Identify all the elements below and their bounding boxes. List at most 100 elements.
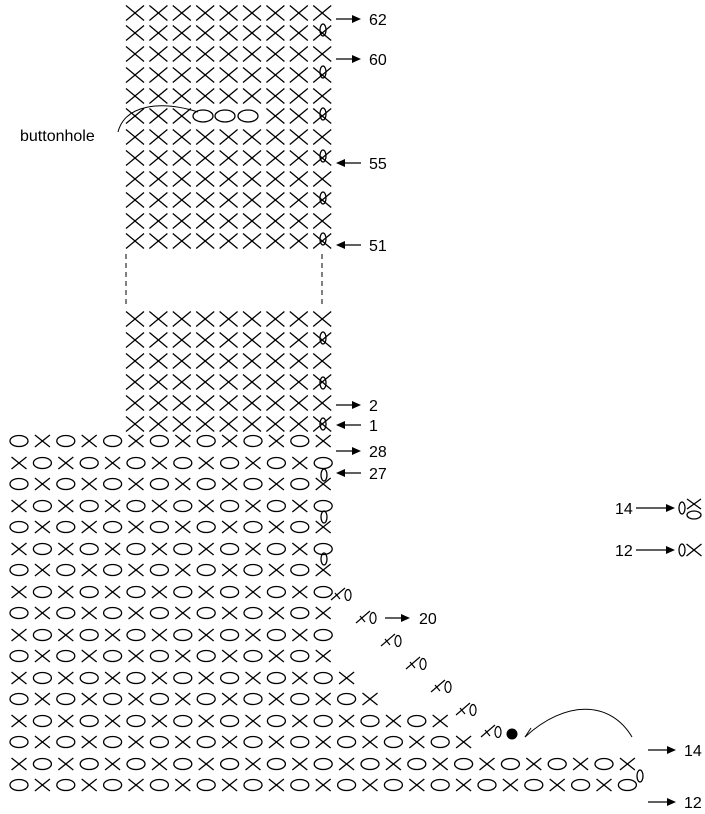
sc-stitch [312, 233, 332, 249]
sc-stitch [195, 150, 215, 166]
ch-stitch [219, 757, 240, 771]
sc-stitch [151, 456, 168, 470]
sc-stitch [81, 563, 98, 577]
sc-stitch [221, 649, 238, 663]
ch-stitch [79, 671, 99, 685]
sc-stitch [362, 692, 378, 706]
sc-stitch [195, 395, 215, 411]
finish-arc [524, 708, 633, 738]
ch-stitch [149, 606, 170, 620]
sc-stitch [312, 67, 332, 83]
ch-stitch [243, 563, 263, 577]
sc-stitch [312, 108, 332, 124]
ch-stitch [266, 757, 287, 771]
increase-stitch [330, 587, 352, 602]
ch-stitch [243, 735, 263, 749]
sc-stitch [125, 108, 145, 124]
ch-stitch [266, 671, 287, 685]
ch-stitch [56, 692, 76, 706]
sc-stitch [289, 353, 309, 369]
sc-stitch [596, 778, 612, 792]
sc-stitch [291, 671, 308, 685]
finish-tick [524, 727, 532, 738]
sc-stitch [315, 606, 332, 620]
ch-stitch [9, 520, 29, 534]
band-row-label-2-text: 2 [369, 398, 378, 415]
sc-stitch [312, 129, 332, 145]
turning-chain [319, 65, 327, 79]
sc-stitch [265, 416, 285, 432]
sc-stitch [104, 585, 121, 599]
turning-chain [319, 149, 327, 163]
sc-stitch [198, 585, 215, 599]
sc-stitch [291, 628, 308, 642]
band-row-label-55-text: 55 [369, 156, 387, 173]
sc-stitch [362, 778, 378, 792]
ch-stitch [336, 692, 357, 706]
band-row-label-2-head [352, 401, 361, 409]
sc-stitch [312, 332, 332, 348]
ch-stitch [56, 778, 76, 792]
sc-stitch [242, 353, 262, 369]
legend-arrow-head [666, 546, 675, 554]
sc-stitch [289, 108, 309, 124]
sc-stitch [525, 757, 542, 771]
sc-stitch [125, 67, 145, 83]
ch-stitch [266, 456, 287, 470]
ch-stitch [149, 692, 170, 706]
sc-stitch [455, 735, 472, 749]
turning-chain [320, 510, 328, 524]
turning-chain [319, 331, 327, 345]
sc-stitch [34, 563, 51, 577]
sc-stitch [289, 67, 309, 83]
body-row-label-20-head [401, 614, 410, 622]
increase-stitch [480, 724, 502, 739]
sc-stitch [289, 171, 309, 187]
ch-stitch [79, 499, 99, 513]
band-row-label-62-head [352, 15, 361, 23]
ch-stitch [102, 649, 123, 663]
sc-stitch [174, 563, 191, 577]
sc-stitch [195, 374, 215, 390]
sc-stitch [242, 129, 262, 145]
sc-stitch [242, 5, 262, 21]
sc-stitch [151, 499, 168, 513]
sc-stitch [125, 192, 145, 208]
sc-stitch [198, 757, 215, 771]
sc-stitch [174, 692, 191, 706]
sc-stitch [312, 374, 332, 390]
sc-stitch [195, 25, 215, 41]
sc-stitch [312, 46, 332, 62]
ch-stitch [196, 606, 216, 620]
turning-chain [319, 191, 327, 205]
ch-stitch [32, 757, 53, 771]
sc-stitch [291, 585, 308, 599]
sc-stitch [148, 192, 168, 208]
sc-stitch [312, 395, 332, 411]
sc-stitch [34, 434, 51, 448]
ch-stitch [149, 434, 170, 448]
sc-stitch [432, 757, 449, 771]
band-upper-section [125, 5, 332, 249]
sc-stitch [174, 649, 191, 663]
ch-stitch [290, 477, 310, 491]
sc-stitch [195, 129, 215, 145]
ch-stitch [290, 606, 310, 620]
ch-stitch [219, 542, 240, 556]
sc-stitch [219, 192, 239, 208]
sc-stitch [265, 192, 285, 208]
sc-stitch [619, 757, 636, 771]
sc-stitch [104, 499, 121, 513]
ch-stitch [102, 520, 123, 534]
sc-stitch [408, 735, 425, 749]
sc-stitch [11, 585, 27, 599]
sc-stitch [221, 735, 238, 749]
ch-stitch [266, 542, 287, 556]
ch-stitch [243, 692, 263, 706]
body-row-label-12-text: 12 [684, 795, 702, 812]
ch-stitch [313, 585, 333, 599]
sc-stitch [148, 171, 168, 187]
sc-stitch [57, 714, 74, 728]
increase-stitch [430, 679, 452, 694]
sc-stitch [148, 395, 168, 411]
